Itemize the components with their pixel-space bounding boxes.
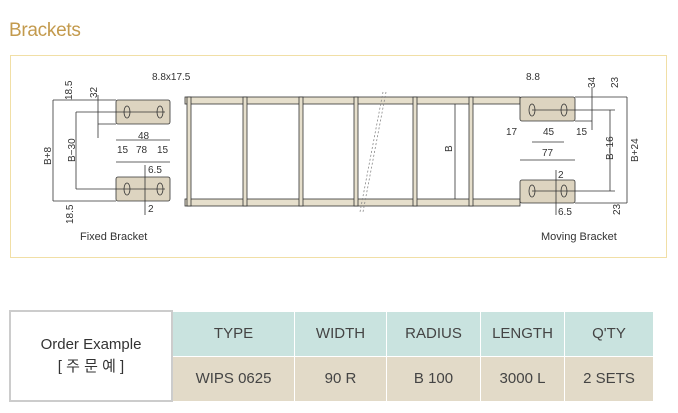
dim-top-offset: 18.5 (64, 80, 75, 100)
value-qty: 2 SETS (564, 355, 654, 402)
order-example-title: Order Example (40, 336, 142, 353)
chain-links (186, 96, 474, 207)
header-length: LENGTH (480, 310, 565, 357)
section-title: Brackets (9, 20, 81, 41)
dim-15a: 15 (117, 145, 129, 156)
dim-32: 32 (89, 86, 100, 98)
dim-77: 77 (542, 148, 554, 159)
order-example-title-ko: [ 주 문 예 ] (57, 358, 125, 375)
dim-23-bottom: 23 (612, 203, 623, 215)
dim-45: 45 (543, 127, 555, 138)
dim-2-moving: 2 (558, 170, 564, 181)
dim-6-5-fixed: 6.5 (148, 165, 162, 176)
dim-6-5-moving: 6.5 (558, 207, 572, 218)
bracket-diagram-panel (10, 55, 667, 258)
order-example-table: Order Example [ 주 문 예 ] TYPE WIDTH RADIU… (9, 310, 654, 402)
order-example-label: Order Example [ 주 문 예 ] (9, 310, 173, 402)
bracket-diagram: 8.8x17.5 18.5 32 48 15 78 15 6.5 2 B+8 B… (43, 72, 641, 243)
dim-2-fixed: 2 (148, 204, 154, 215)
value-radius: B 100 (386, 355, 481, 402)
dim-15b: 15 (157, 145, 169, 156)
dim-17: 17 (506, 127, 518, 138)
dim-bottom-offset: 18.5 (65, 204, 76, 224)
dim-slot-fixed: 8.8x17.5 (152, 72, 191, 83)
dim-b-plus-24: B+24 (630, 138, 641, 162)
dim-78: 78 (136, 145, 148, 156)
fixed-bracket-label: Fixed Bracket (80, 231, 147, 243)
dim-34: 34 (587, 76, 598, 88)
dim-b-plus-8: B+8 (43, 146, 54, 165)
moving-bracket-label: Moving Bracket (541, 231, 617, 243)
dim-23-top: 23 (610, 76, 621, 88)
dim-48: 48 (138, 131, 150, 142)
dim-15-moving: 15 (576, 127, 588, 138)
dim-slot-moving: 8.8 (526, 72, 540, 83)
header-width: WIDTH (294, 310, 387, 357)
header-radius: RADIUS (386, 310, 481, 357)
dim-b: B (444, 145, 455, 152)
dim-b-minus-16: B−16 (605, 136, 616, 160)
break-line (359, 91, 387, 213)
value-length: 3000 L (480, 355, 565, 402)
dim-b-minus-30: B−30 (67, 138, 78, 162)
value-type: WIPS 0625 (171, 355, 295, 402)
header-type: TYPE (171, 310, 295, 357)
header-qty: Q'TY (564, 310, 654, 357)
value-width: 90 R (294, 355, 387, 402)
